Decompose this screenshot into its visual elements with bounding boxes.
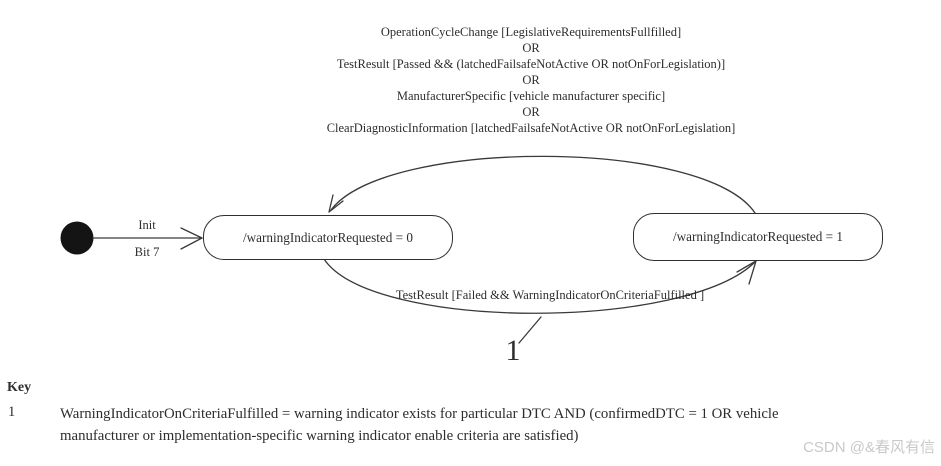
transition-condition-to-state1: TestResult [Failed && WarningIndicatorOn… bbox=[395, 288, 705, 302]
key-entry-line: manufacturer or implementation-specific … bbox=[60, 427, 579, 444]
condition-line: ClearDiagnosticInformation [latchedFails… bbox=[326, 121, 736, 135]
state-warning-indicator-1: /warningIndicatorRequested = 1 bbox=[633, 213, 883, 261]
condition-or: OR bbox=[522, 105, 540, 119]
state-label: /warningIndicatorRequested = 1 bbox=[672, 229, 844, 244]
condition-or: OR bbox=[522, 73, 540, 87]
initial-state-dot bbox=[60, 221, 94, 255]
transition-curve-state0-to-state1 bbox=[323, 258, 757, 314]
key-entry-marker: 1 bbox=[8, 404, 16, 420]
state-warning-indicator-0: /warningIndicatorRequested = 0 bbox=[203, 215, 453, 260]
watermark: CSDN @&春风有信 bbox=[803, 439, 935, 456]
state-label: /warningIndicatorRequested = 0 bbox=[242, 229, 414, 245]
key-entry-line: WarningIndicatorOnCriteriaFulfilled = wa… bbox=[60, 406, 779, 422]
transition-curve-state1-to-state0 bbox=[330, 155, 756, 214]
footnote-reference-1: 1 bbox=[505, 334, 521, 367]
arrowhead-into-state0 bbox=[328, 194, 344, 213]
init-event-label: Init bbox=[138, 218, 156, 232]
footnote-pointer-line bbox=[518, 316, 542, 344]
condition-line: TestResult [Passed && (latchedFailsafeNo… bbox=[336, 57, 726, 71]
condition-or: OR bbox=[522, 41, 540, 55]
key-heading: Key bbox=[7, 380, 32, 395]
transition-conditions-to-state0: OperationCycleChange [LegislativeRequire… bbox=[231, 24, 831, 136]
key-entry-text: WarningIndicatorOnCriteriaFulfilled = wa… bbox=[60, 404, 941, 447]
condition-line: OperationCycleChange [LegislativeRequire… bbox=[380, 25, 682, 39]
condition-line: ManufacturerSpecific [vehicle manufactur… bbox=[396, 89, 666, 103]
arrowhead-init bbox=[180, 227, 203, 250]
init-detail-label: Bit 7 bbox=[134, 245, 160, 259]
arrowhead-into-state1 bbox=[736, 260, 757, 285]
